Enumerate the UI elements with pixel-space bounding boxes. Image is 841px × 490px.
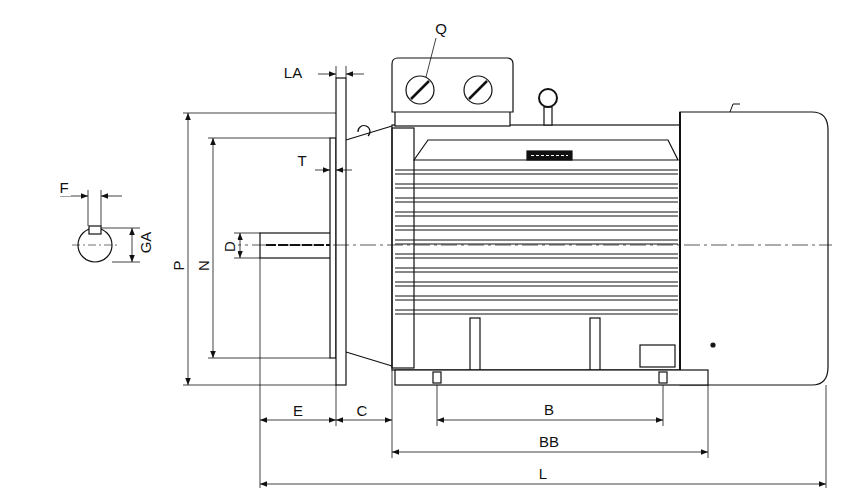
dimension-label: B [542, 401, 556, 418]
dimension-label: T [295, 152, 308, 169]
dimension-label: F [57, 179, 70, 196]
dimension-label: P [169, 258, 186, 272]
dimension-label: L [537, 465, 549, 482]
dimension-label: N [195, 258, 212, 273]
dimension-label: GA [138, 229, 155, 255]
dimension-label: LA [282, 64, 304, 81]
dimension-label: BB [537, 433, 561, 450]
dimension-label: D [221, 239, 238, 254]
dimension-label: C [355, 402, 370, 419]
dimension-label: Q [433, 20, 449, 37]
dimension-label: E [291, 402, 305, 419]
